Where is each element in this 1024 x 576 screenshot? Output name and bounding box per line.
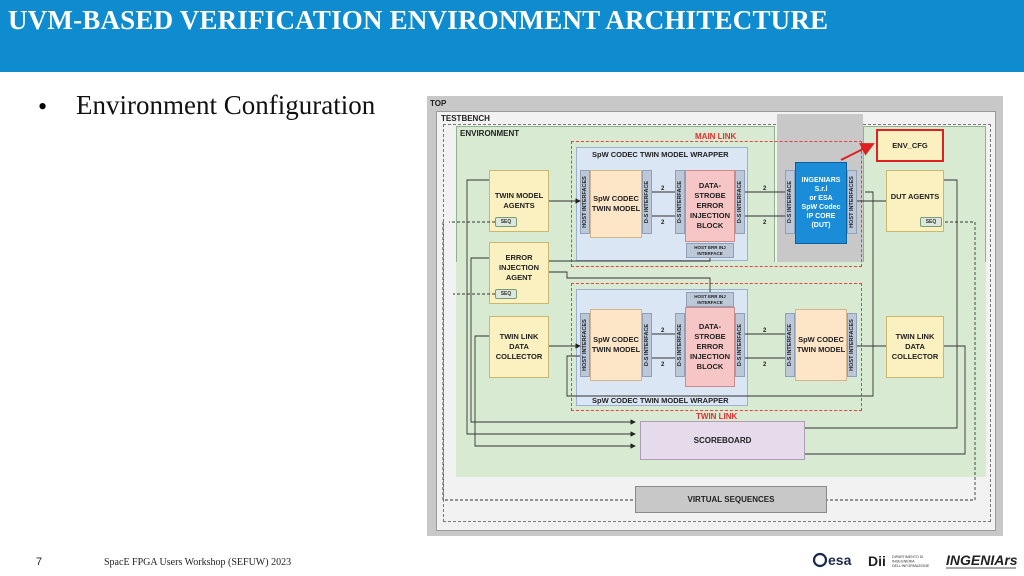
- twin-link-data-collector-box: TWIN LINK DATA COLLECTOR: [489, 316, 549, 378]
- main-link-frame: [571, 141, 862, 267]
- twin-wrapper-label: SpW CODEC TWIN MODEL WRAPPER: [592, 396, 729, 405]
- footer-text: SpacE FPGA Users Workshop (SEFUW) 2023: [104, 557, 292, 568]
- twin-link-data-collector-right-box: TWIN LINK DATA COLLECTOR: [886, 316, 944, 378]
- connection-lines: 2 2 2 2 2 2 2 2: [442, 143, 976, 501]
- top-label: TOP: [430, 99, 447, 108]
- twin-ds-interface-d: D-S INTERFACE: [785, 313, 795, 377]
- main-wrapper-label: SpW CODEC TWIN MODEL WRAPPER: [592, 150, 729, 159]
- ingeniars-logo-text: INGENIArs: [946, 552, 1018, 568]
- virtual-sequences-box: VIRTUAL SEQUENCES: [635, 486, 827, 513]
- twin-link-frame: [571, 283, 862, 411]
- twin-ds-interface-a: D-S INTERFACE: [642, 313, 652, 377]
- seq-badge-twin-agents: SEQ: [495, 217, 517, 227]
- twin-spw-codec-twin-model-right: SpW CODEC TWIN MODEL: [795, 309, 847, 381]
- main-ds-interface-c: D-S INTERFACE: [735, 170, 745, 234]
- seq-badge-error-agent: SEQ: [495, 289, 517, 299]
- ingeniars-logo: INGENIArs: [946, 552, 1018, 569]
- page-title: UVM-BASED VERIFICATION ENVIRONMENT ARCHI…: [8, 5, 829, 35]
- twin-ds-error-injection-block: DATA- STROBE ERROR INJECTION BLOCK: [685, 307, 735, 387]
- twin-host-interfaces-right: HOST INTERFACES: [847, 313, 857, 377]
- bus-width-label: 2: [763, 220, 767, 226]
- esa-logo-text: esa: [828, 552, 852, 568]
- architecture-diagram: TOP TESTBENCH ENVIRONMENT MAIN LINK TWIN…: [427, 96, 1003, 536]
- svg-text:DELL'INFORMAZIONE: DELL'INFORMAZIONE: [892, 564, 930, 568]
- bullet-environment-configuration: Environment Configuration: [76, 90, 376, 120]
- env-cfg-box: ENV_CFG: [876, 129, 944, 162]
- esa-logo: esa: [812, 552, 852, 568]
- twin-host-err-inj-interface: HOST ERR INJ INTERFACE: [686, 292, 734, 307]
- testbench-dashed-frame: [443, 124, 991, 522]
- twin-spw-codec-twin-model-left: SpW CODEC TWIN MODEL: [590, 309, 642, 381]
- bus-width-label: 2: [763, 328, 767, 334]
- bullet-marker: •: [38, 92, 48, 121]
- title-bar: UVM-BASED VERIFICATION ENVIRONMENT ARCHI…: [0, 0, 1024, 72]
- bus-width-label: 2: [661, 328, 665, 334]
- dut-ds-interface: D-S INTERFACE: [785, 170, 795, 234]
- dut-host-interfaces: HOST INTERFACES: [847, 170, 857, 234]
- main-host-err-inj-interface: HOST ERR INJ INTERFACE: [686, 243, 734, 258]
- main-ds-interface-a: D-S INTERFACE: [642, 170, 652, 234]
- bus-width-label: 2: [763, 362, 767, 368]
- dii-logo-sub: DIPARTIMENTO DI: [892, 555, 923, 559]
- main-spw-codec-twin-model: SpW CODEC TWIN MODEL: [590, 170, 642, 238]
- svg-text:INGEGNERIA: INGEGNERIA: [892, 560, 915, 564]
- main-link-label: MAIN LINK: [695, 132, 737, 141]
- main-ds-error-injection-block: DATA- STROBE ERROR INJECTION BLOCK: [685, 170, 735, 242]
- twin-link-label: TWIN LINK: [696, 412, 738, 421]
- main-ds-interface-b: D-S INTERFACE: [675, 170, 685, 234]
- dii-logo-text: Dii: [868, 553, 886, 569]
- bus-width-label: 2: [763, 186, 767, 192]
- partner-logos: esa Dii DIPARTIMENTO DI INGEGNERIA DELL'…: [812, 552, 1018, 569]
- environment-label: ENVIRONMENT: [460, 129, 520, 138]
- twin-ds-interface-c: D-S INTERFACE: [735, 313, 745, 377]
- dut-spw-codec-ip-core: INGENIARS S.r.l or ESA SpW Codec IP CORE…: [795, 162, 847, 244]
- testbench-label: TESTBENCH: [441, 114, 490, 123]
- dii-logo: Dii DIPARTIMENTO DI INGEGNERIA DELL'INFO…: [868, 553, 930, 569]
- bus-width-label: 2: [661, 220, 665, 226]
- bus-width-label: 2: [661, 186, 665, 192]
- twin-ds-interface-b: D-S INTERFACE: [675, 313, 685, 377]
- scoreboard-box: SCOREBOARD: [640, 421, 805, 460]
- bus-width-label: 2: [661, 362, 665, 368]
- seq-badge-dut-agents: SEQ: [920, 217, 942, 227]
- slide-number: 7: [36, 556, 43, 568]
